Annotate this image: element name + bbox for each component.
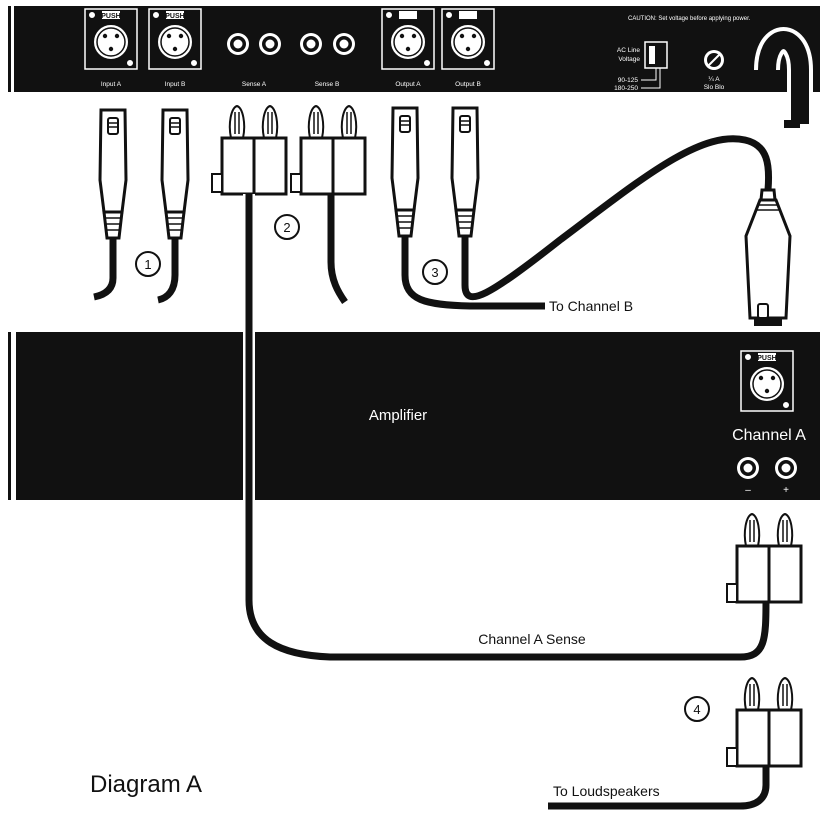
label-to-channel-b: To Channel B xyxy=(549,298,633,314)
cable-sense-b xyxy=(327,194,348,305)
label-input-b: Input B xyxy=(165,81,186,88)
rca-jack-sense-a-1[interactable] xyxy=(227,33,249,55)
voltage-range-low: 90-125 xyxy=(618,77,639,84)
ac-line-label: AC Line xyxy=(617,47,641,54)
voltage-range-high: 180-250 xyxy=(614,85,638,92)
fuse-rating-label: ¼ A xyxy=(708,76,720,83)
label-input-a: Input A xyxy=(101,81,122,88)
xlr-plug-input-a xyxy=(98,108,128,240)
ac-voltage-label: Voltage xyxy=(618,56,640,63)
terminal-minus-label: – xyxy=(745,485,751,496)
push-label: PUSH xyxy=(165,13,184,20)
callout-4: 4 xyxy=(684,696,710,722)
xlr-plug-output-b xyxy=(450,106,480,238)
banana-plug-channel-a-sense xyxy=(726,513,803,604)
banana-plug-sense-b xyxy=(290,105,367,196)
cable-to-loudspeakers xyxy=(548,766,770,810)
diagram-caption: Diagram A xyxy=(90,771,202,798)
xlr-jack-output-b[interactable] xyxy=(441,8,495,70)
rca-jack-sense-a-2[interactable] xyxy=(259,33,281,55)
label-output-b: Output B xyxy=(455,81,481,88)
channel-a-label: Channel A xyxy=(732,427,806,444)
xlr-plug-output-a xyxy=(390,106,420,238)
rca-jack-sense-b-2[interactable] xyxy=(333,33,355,55)
callout-1: 1 xyxy=(135,251,161,277)
callout-2: 2 xyxy=(274,214,300,240)
fuse-holder[interactable] xyxy=(704,50,724,70)
svg-text:2: 2 xyxy=(283,220,290,235)
speaker-terminal-plus[interactable] xyxy=(775,457,797,479)
callout-3: 3 xyxy=(422,259,448,285)
label-to-loudspeakers: To Loudspeakers xyxy=(553,783,660,799)
amplifier-label: Amplifier xyxy=(369,407,427,424)
banana-plug-loudspeakers xyxy=(726,677,803,768)
xlr-plug-input-b xyxy=(160,108,190,240)
speaker-terminal-minus[interactable] xyxy=(737,457,759,479)
cable-output-to-channel-b xyxy=(401,236,545,310)
label-output-a: Output A xyxy=(395,81,421,88)
power-cord xyxy=(754,27,813,128)
xlr-plug-channel-a xyxy=(744,188,792,326)
banana-plug-sense-a xyxy=(211,105,288,196)
push-label: PUSH xyxy=(757,355,776,362)
push-label: PUSH xyxy=(101,13,120,20)
cable-input-b xyxy=(157,238,179,304)
rca-jack-sense-b-1[interactable] xyxy=(300,33,322,55)
terminal-plus-label: + xyxy=(783,485,789,496)
cable-input-a xyxy=(93,238,117,301)
label-channel-a-sense: Channel A Sense xyxy=(478,631,586,647)
cable-output-to-channel-a xyxy=(461,135,773,301)
fuse-type-label: Slo Blo xyxy=(704,84,725,91)
label-sense-a: Sense A xyxy=(242,81,267,88)
amplifier-body xyxy=(16,332,820,500)
svg-text:3: 3 xyxy=(431,265,438,280)
svg-text:1: 1 xyxy=(144,257,151,272)
xlr-jack-output-a[interactable] xyxy=(381,8,435,70)
voltage-selector-switch[interactable] xyxy=(641,41,668,89)
caution-text: CAUTION: Set voltage before applying pow… xyxy=(628,16,751,22)
svg-text:4: 4 xyxy=(693,702,700,717)
label-sense-b: Sense B xyxy=(315,81,340,88)
